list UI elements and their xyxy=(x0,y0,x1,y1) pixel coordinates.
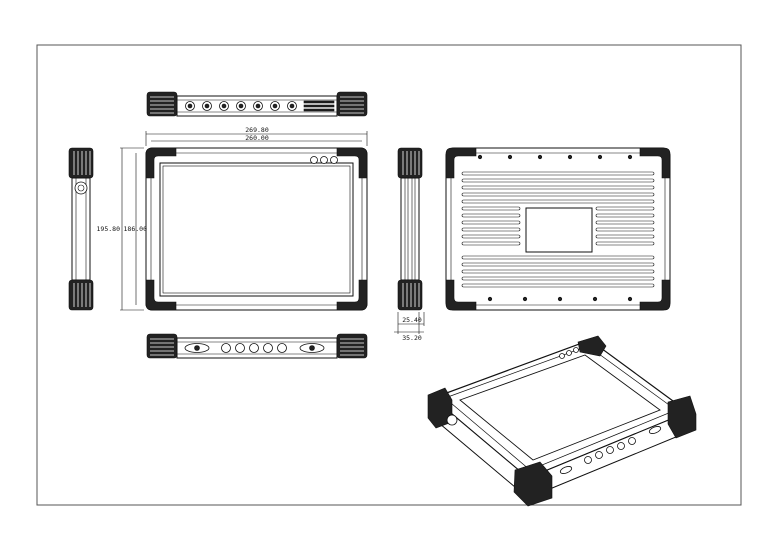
dim-side-depth-total: 35.20 xyxy=(402,334,422,342)
dim-overall-height: 195.80 xyxy=(97,225,121,233)
dim-inner-height: 186.00 xyxy=(124,225,148,233)
bumper-front-right xyxy=(513,461,553,507)
dim-side-depth: 25.40 xyxy=(402,316,422,324)
top-port-row xyxy=(185,101,297,111)
front-view xyxy=(145,147,368,311)
drawing-frame xyxy=(36,44,742,506)
dim-inner-width: 260.00 xyxy=(245,134,269,142)
bumper-back-right xyxy=(667,395,697,439)
width-dimension: 269.80 260.00 xyxy=(145,126,368,146)
back-view xyxy=(445,147,671,311)
top-vent-slots xyxy=(303,100,335,112)
bottom-edge-view xyxy=(146,333,368,359)
right-edge-view xyxy=(397,147,423,311)
back-cooling-fins xyxy=(461,171,655,288)
front-buttons xyxy=(310,156,338,164)
back-battery-panel xyxy=(525,207,593,253)
back-screws xyxy=(477,154,633,302)
depth-dimension: 25.40 35.20 xyxy=(394,312,425,342)
perspective-side-ports xyxy=(559,426,662,474)
top-edge-view xyxy=(146,91,368,117)
left-edge-view xyxy=(68,147,94,311)
perspective-left-knob xyxy=(446,414,458,426)
bumper-back-left xyxy=(577,335,607,357)
perspective-top-buttons xyxy=(559,347,579,359)
perspective-view xyxy=(427,335,697,507)
height-dimension: 195.80 186.00 xyxy=(97,147,148,311)
dim-overall-width: 269.80 xyxy=(245,126,269,134)
left-side-knob xyxy=(74,181,88,195)
